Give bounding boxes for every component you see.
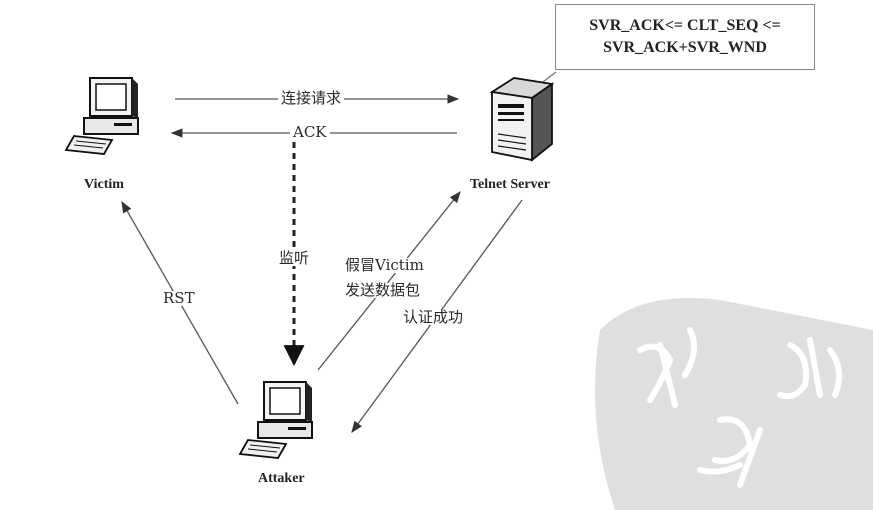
spoof-label-line-2: 发送数据包 [342,283,424,298]
server-label: Telnet Server [470,177,550,192]
attacker-label: Attaker [258,471,305,486]
watermark-seal [595,298,873,510]
sniff-label: 监听 [276,251,313,266]
rst-label: RST [160,291,198,306]
connect-request-label: 连接请求 [278,91,345,106]
condition-line-2: SVR_ACK+SVR_WND [603,39,767,56]
ack-label: ACK [290,125,330,140]
condition-line-1: SVR_ACK<= CLT_SEQ <= [589,17,781,34]
victim-label: Victim [84,177,124,192]
spoof-arrow [317,191,461,371]
victim-computer-icon [65,77,139,155]
telnet-server-icon [491,77,553,161]
auth-success-label: 认证成功 [400,310,467,325]
attacker-computer-icon [239,381,313,459]
condition-box: SVR_ACK<= CLT_SEQ <= SVR_ACK+SVR_WND [555,4,815,70]
spoof-label-line-1: 假冒Victim [342,258,427,273]
